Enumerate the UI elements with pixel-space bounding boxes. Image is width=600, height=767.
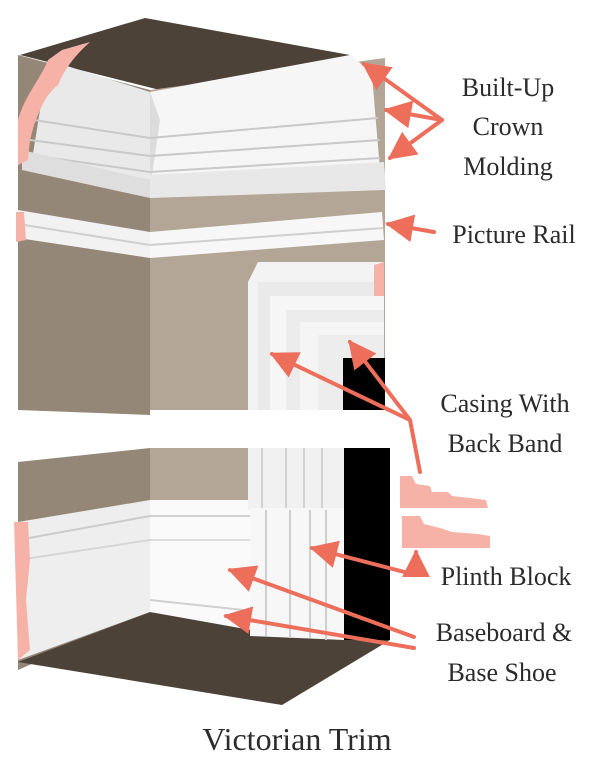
arrow-crown-3 (387, 118, 444, 160)
arrow-baseboard-2 (223, 606, 416, 650)
diagram-title: Victorian Trim (202, 721, 391, 757)
label-crown-line2: Crown (473, 112, 544, 141)
label-picture-rail: Picture Rail (452, 220, 575, 249)
crown-profile-cutaway (18, 42, 90, 165)
arrow-crown-2 (383, 100, 444, 129)
door-casing-upper (248, 262, 385, 410)
arrow-plinth-1 (309, 540, 418, 577)
label-baseboard-line2: Base Shoe (447, 658, 556, 687)
arrow-baseboard-1 (227, 565, 416, 639)
label-crown-line3: Molding (463, 152, 553, 181)
lower-room-section (14, 448, 390, 705)
plinth-block (250, 508, 344, 640)
door-casing-lower (248, 448, 390, 640)
plinth-profile (402, 516, 490, 548)
label-crown-line1: Built-Up (462, 73, 554, 102)
crown-molding (22, 55, 386, 198)
label-baseboard-line1: Baseboard & (436, 618, 572, 647)
label-plinth-block: Plinth Block (441, 562, 572, 591)
labels: Built-Up Crown Molding Picture Rail Casi… (202, 73, 575, 757)
callout-arrows (223, 62, 444, 650)
molding-profiles (400, 476, 490, 548)
picture-rail (16, 210, 384, 258)
arrow-picture-rail (385, 214, 436, 243)
arrow-crown-1 (361, 62, 444, 122)
upper-room-section (16, 18, 386, 415)
ceiling (20, 18, 350, 90)
label-casing-line2: Back Band (448, 429, 563, 458)
door-opening-lower (344, 448, 390, 640)
door-opening-upper (343, 358, 385, 410)
casing-profile (400, 476, 488, 508)
arrow-casing-2 (348, 339, 412, 422)
baseboard (14, 500, 263, 660)
label-casing-line1: Casing With (440, 389, 569, 418)
